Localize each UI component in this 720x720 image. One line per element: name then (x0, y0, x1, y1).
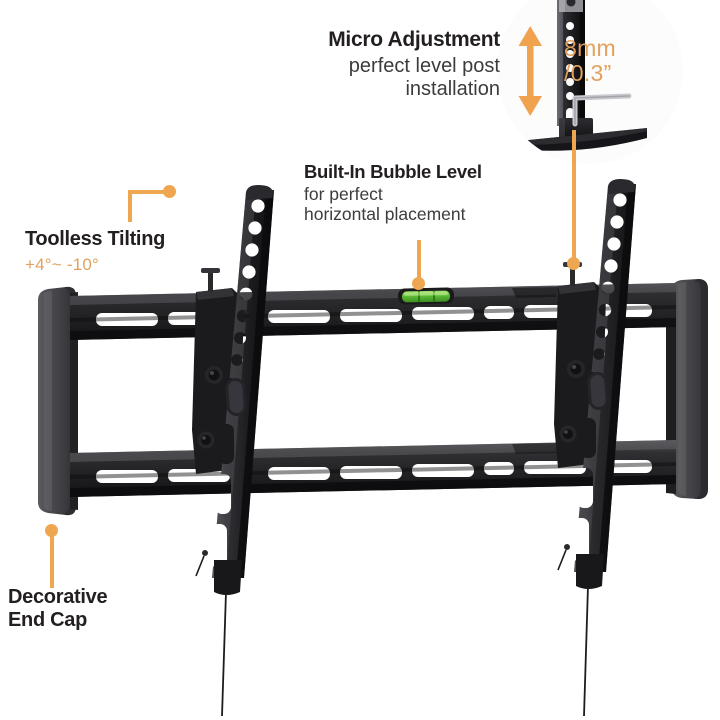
toolless-tilting-range: +4°~ -10° (25, 255, 100, 275)
micro-adjustment-marker-dot (567, 257, 580, 270)
allen-key-icon (572, 93, 632, 127)
micro-adjustment-leader-line (572, 130, 576, 265)
inset-perforated-rail (557, 0, 585, 126)
right-decorative-end-cap (672, 279, 708, 499)
bubble-level-leader-line (417, 240, 421, 282)
toolless-tilting-title: Toolless Tilting (25, 228, 166, 250)
bubble-level-subtitle-line2: horizontal placement (304, 204, 466, 225)
bubble-level-subtitle: for perfect horizontal placement (304, 184, 564, 225)
inset-measurement-label: 8mm /0.3” (564, 35, 617, 86)
bubble-level-marker-dot (412, 277, 425, 290)
up-down-arrow-icon (518, 26, 542, 116)
callout-toolless-tilting: Toolless Tilting +4°~ -10° (25, 228, 245, 275)
micro-adjustment-detail-circle (497, 0, 683, 164)
end-cap-leader-line (50, 530, 54, 588)
end-cap-marker-dot (45, 524, 58, 537)
callout-bubble-level: Built-In Bubble Level for perfect horizo… (304, 161, 564, 225)
left-vertical-tv-arm (192, 185, 274, 717)
end-cap-title-line1: Decorative (8, 586, 108, 608)
tilt-lock-release-cord-left (221, 591, 227, 717)
toolless-tilting-leader-line-horizontal (128, 190, 168, 194)
end-cap-title-line2: End Cap (8, 609, 88, 631)
tilt-lock-release-cord-right (583, 585, 589, 717)
right-vertical-tv-arm (554, 179, 636, 717)
bubble-level-title: Built-In Bubble Level (304, 161, 482, 182)
built-in-bubble-level (397, 287, 455, 305)
bubble-level-subtitle-line1: for perfect (304, 183, 383, 204)
toolless-tilting-leader-line-vertical (128, 190, 132, 222)
toolless-tilting-marker-dot (163, 185, 176, 198)
micro-adjustment-subtitle-line2: installation (405, 77, 500, 100)
callout-micro-adjustment: Micro Adjustment perfect level post inst… (250, 28, 500, 101)
micro-adjustment-title: Micro Adjustment (328, 28, 500, 51)
micro-adjustment-subtitle-line1: perfect level post (348, 54, 500, 77)
callout-decorative-end-cap: Decorative End Cap (8, 586, 208, 632)
micro-adjustment-subtitle: perfect level post installation (250, 55, 500, 101)
